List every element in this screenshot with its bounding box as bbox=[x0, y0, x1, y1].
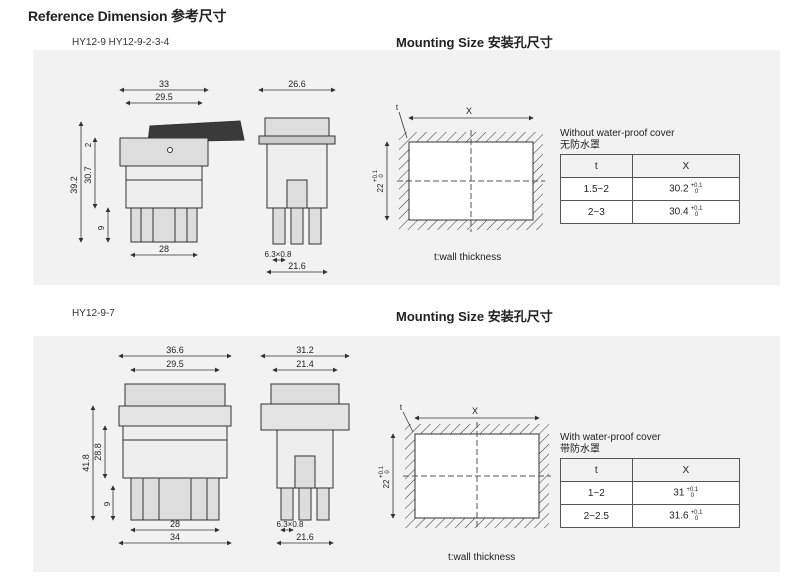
dim-side-top-2: 31.2 bbox=[296, 345, 314, 355]
mounting-size-title-2: Mounting Size 安装孔尺寸 bbox=[396, 309, 553, 324]
table-cell-t: 2~2.5 bbox=[560, 504, 633, 528]
dim-bottom-width1-2: 28 bbox=[170, 519, 180, 529]
mounting-size-title-1: Mounting Size 安装孔尺寸 bbox=[396, 35, 553, 50]
dim-bottom-width2-2: 34 bbox=[170, 532, 180, 542]
dim-bottom-width-1: 28 bbox=[159, 244, 169, 254]
cutout-x-label-2: X bbox=[472, 406, 478, 416]
front-dimension-lines-2 bbox=[90, 353, 232, 546]
dim-terminal-1: 6.3×0.8 bbox=[265, 250, 292, 259]
side-view-switch-1 bbox=[258, 117, 336, 245]
table-cell-t: 2~3 bbox=[560, 200, 633, 224]
cutout-height-label-1: 22 bbox=[376, 183, 385, 192]
front-view-switch-1 bbox=[119, 120, 245, 243]
dim-terminal-2: 6.3×0.8 bbox=[277, 520, 304, 529]
dim-width-outer-2: 36.6 bbox=[166, 345, 184, 355]
dim-height-total-2: 41.8 bbox=[81, 454, 91, 472]
dim-side-bottom-2: 21.6 bbox=[296, 532, 314, 542]
dim-side-top-1: 26.6 bbox=[288, 79, 306, 89]
table-header-t-1: t bbox=[560, 154, 633, 178]
cutout-height-label-2: 22 bbox=[382, 479, 391, 488]
table-header-t-2: t bbox=[560, 458, 633, 482]
side-view-switch-2 bbox=[260, 383, 350, 521]
table-header-x-2: X bbox=[631, 458, 741, 482]
front-view-switch-2 bbox=[118, 383, 232, 521]
cutout-height-tol-lo-2: 0 bbox=[385, 470, 391, 474]
wall-note-2: t:wall thickness bbox=[448, 552, 516, 563]
cover-caption-cn-2: 带防水罩 bbox=[560, 444, 600, 455]
dim-height-total-1: 39.2 bbox=[69, 176, 79, 194]
cover-caption-cn-1: 无防水罩 bbox=[560, 140, 600, 151]
dim-height-body-1: 30.7 bbox=[83, 166, 93, 184]
side-dimension-lines-2 bbox=[260, 353, 350, 546]
cutout-x-label-1: X bbox=[466, 106, 472, 116]
dim-height-body-2: 28.8 bbox=[93, 443, 103, 461]
side-dimension-lines-1 bbox=[258, 87, 336, 275]
cutout-height-tol-up-1: +0.1 bbox=[373, 169, 379, 182]
drawing-svg-2: 36.6 29.5 28 34 41.8 28.8 9 31.2 21.4 6.… bbox=[81, 345, 551, 546]
model-label-1: HY12-9 HY12-9-2-3-4 bbox=[72, 37, 170, 48]
panel-cutout-1 bbox=[384, 111, 545, 232]
cover-caption-2: With water-proof cover bbox=[560, 432, 661, 443]
table-header-x-1: X bbox=[631, 154, 741, 178]
cutout-height-tol-lo-1: 0 bbox=[379, 174, 385, 178]
dim-pin-2: 9 bbox=[103, 501, 112, 506]
dim-side-bottom-1: 21.6 bbox=[288, 261, 306, 271]
cutout-t-label-1: t bbox=[396, 103, 399, 112]
panel-cutout-2 bbox=[390, 411, 551, 530]
dim-pin-1: 9 bbox=[97, 225, 106, 230]
page-title: Reference Dimension 参考尺寸 bbox=[28, 8, 227, 24]
drawing-svg-1: 33 29.5 28 39.2 30.7 2 9 26.6 6.3×0.8 21… bbox=[69, 79, 545, 275]
wall-note-1: t:wall thickness bbox=[434, 252, 502, 263]
table-cell-t: 1~2 bbox=[560, 481, 633, 505]
model-label-2: HY12-9-7 bbox=[72, 308, 115, 319]
cover-caption-1: Without water-proof cover bbox=[560, 128, 675, 139]
cutout-height-tol-up-2: +0.1 bbox=[379, 465, 385, 478]
dim-width-outer-1: 33 bbox=[159, 79, 169, 89]
drawing-panel-2: 36.6 29.5 28 34 41.8 28.8 9 31.2 21.4 6.… bbox=[33, 336, 780, 572]
cutout-t-label-2: t bbox=[400, 403, 403, 412]
front-dimension-lines-1 bbox=[78, 87, 209, 258]
dim-side-top-inner-2: 21.4 bbox=[296, 359, 314, 369]
dim-top-1: 2 bbox=[84, 142, 93, 147]
table-cell-t: 1.5~2 bbox=[560, 177, 633, 201]
dim-width-inner-2: 29.5 bbox=[166, 359, 184, 369]
dim-width-inner-1: 29.5 bbox=[155, 92, 173, 102]
